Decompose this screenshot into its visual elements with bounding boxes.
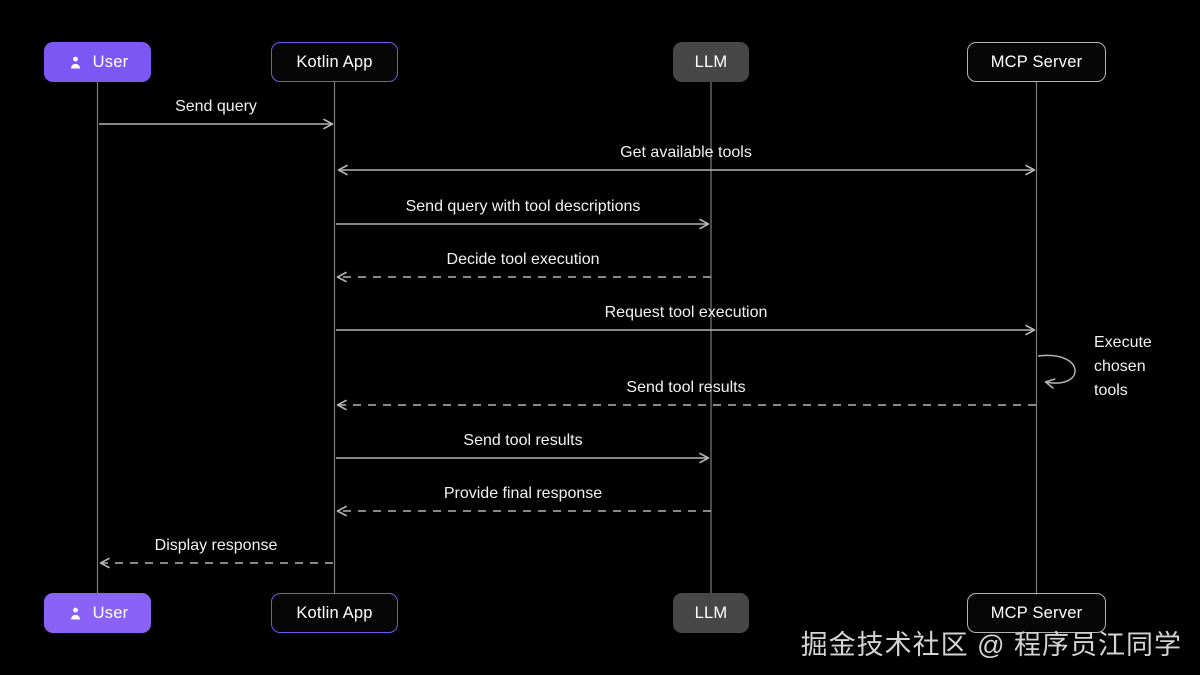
actor-kotlin-app-bottom: Kotlin App xyxy=(271,593,398,633)
user-icon xyxy=(70,607,80,620)
message-label-get-available-tools: Get available tools xyxy=(620,144,752,161)
actor-label: MCP Server xyxy=(990,603,1083,622)
actor-mcp-server-top: MCP Server xyxy=(967,42,1106,82)
watermark-text: 掘金技术社区 @ 程序员江同学 xyxy=(800,630,1182,660)
actor-label: LLM xyxy=(694,52,728,71)
user-icon xyxy=(70,56,80,69)
actor-user-top: User xyxy=(44,42,151,82)
message-label-send-query: Send query xyxy=(175,98,257,115)
message-arrows xyxy=(99,118,1076,569)
actor-llm-top: LLM xyxy=(673,42,749,82)
message-label-request-tool-execution: Request tool execution xyxy=(604,304,768,321)
message-label-send-tool-results-to-app: Send tool results xyxy=(626,379,746,396)
message-label-display-response: Display response xyxy=(154,537,278,554)
actor-kotlin-app-top: Kotlin App xyxy=(271,42,398,82)
actor-label: User xyxy=(92,603,129,622)
actor-label: Kotlin App xyxy=(296,52,373,71)
actor-label: User xyxy=(92,52,129,71)
actor-label: MCP Server xyxy=(990,52,1083,71)
message-label-send-tool-results-to-llm: Send tool results xyxy=(463,432,583,449)
arrow-self-loop-execute-tools xyxy=(1037,354,1076,389)
actor-mcp-server-bottom: MCP Server xyxy=(967,593,1106,633)
actor-user-bottom: User xyxy=(44,593,151,633)
message-label-send-query-with-tool-descriptions: Send query with tool descriptions xyxy=(405,198,641,215)
lifelines xyxy=(96,82,1038,593)
message-label-provide-final-response: Provide final response xyxy=(443,485,603,502)
actor-llm-bottom: LLM xyxy=(673,593,749,633)
message-label-execute-chosen-tools: Execute chosen tools xyxy=(1094,334,1152,399)
actor-label: LLM xyxy=(694,603,728,622)
message-label-decide-tool-execution: Decide tool execution xyxy=(446,251,600,268)
actor-label: Kotlin App xyxy=(296,603,373,622)
